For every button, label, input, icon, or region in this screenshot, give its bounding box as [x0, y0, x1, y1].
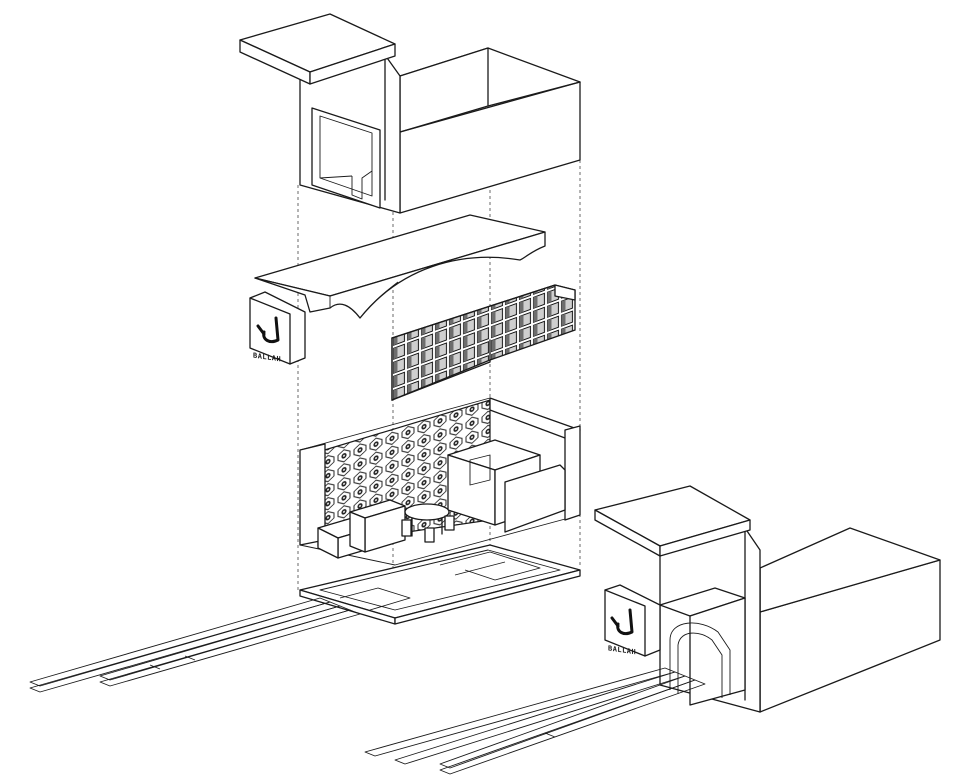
shelving-grid-module: [391, 284, 576, 401]
arched-beam-module: [254, 214, 546, 319]
street-stripes-left: [29, 597, 361, 693]
ballah-sign-lower: BALLAH: [604, 584, 661, 657]
ballah-sign-upper: BALLAH: [249, 291, 306, 365]
street-stripes-right: [364, 667, 706, 775]
sign-label-upper: BALLAH: [253, 351, 281, 364]
floor-plate-module: [299, 544, 581, 625]
interior-module: [299, 397, 581, 566]
assembled-building: [594, 485, 941, 713]
top-volume-module: [239, 13, 581, 214]
sign-label-lower: BALLAH: [608, 643, 636, 656]
